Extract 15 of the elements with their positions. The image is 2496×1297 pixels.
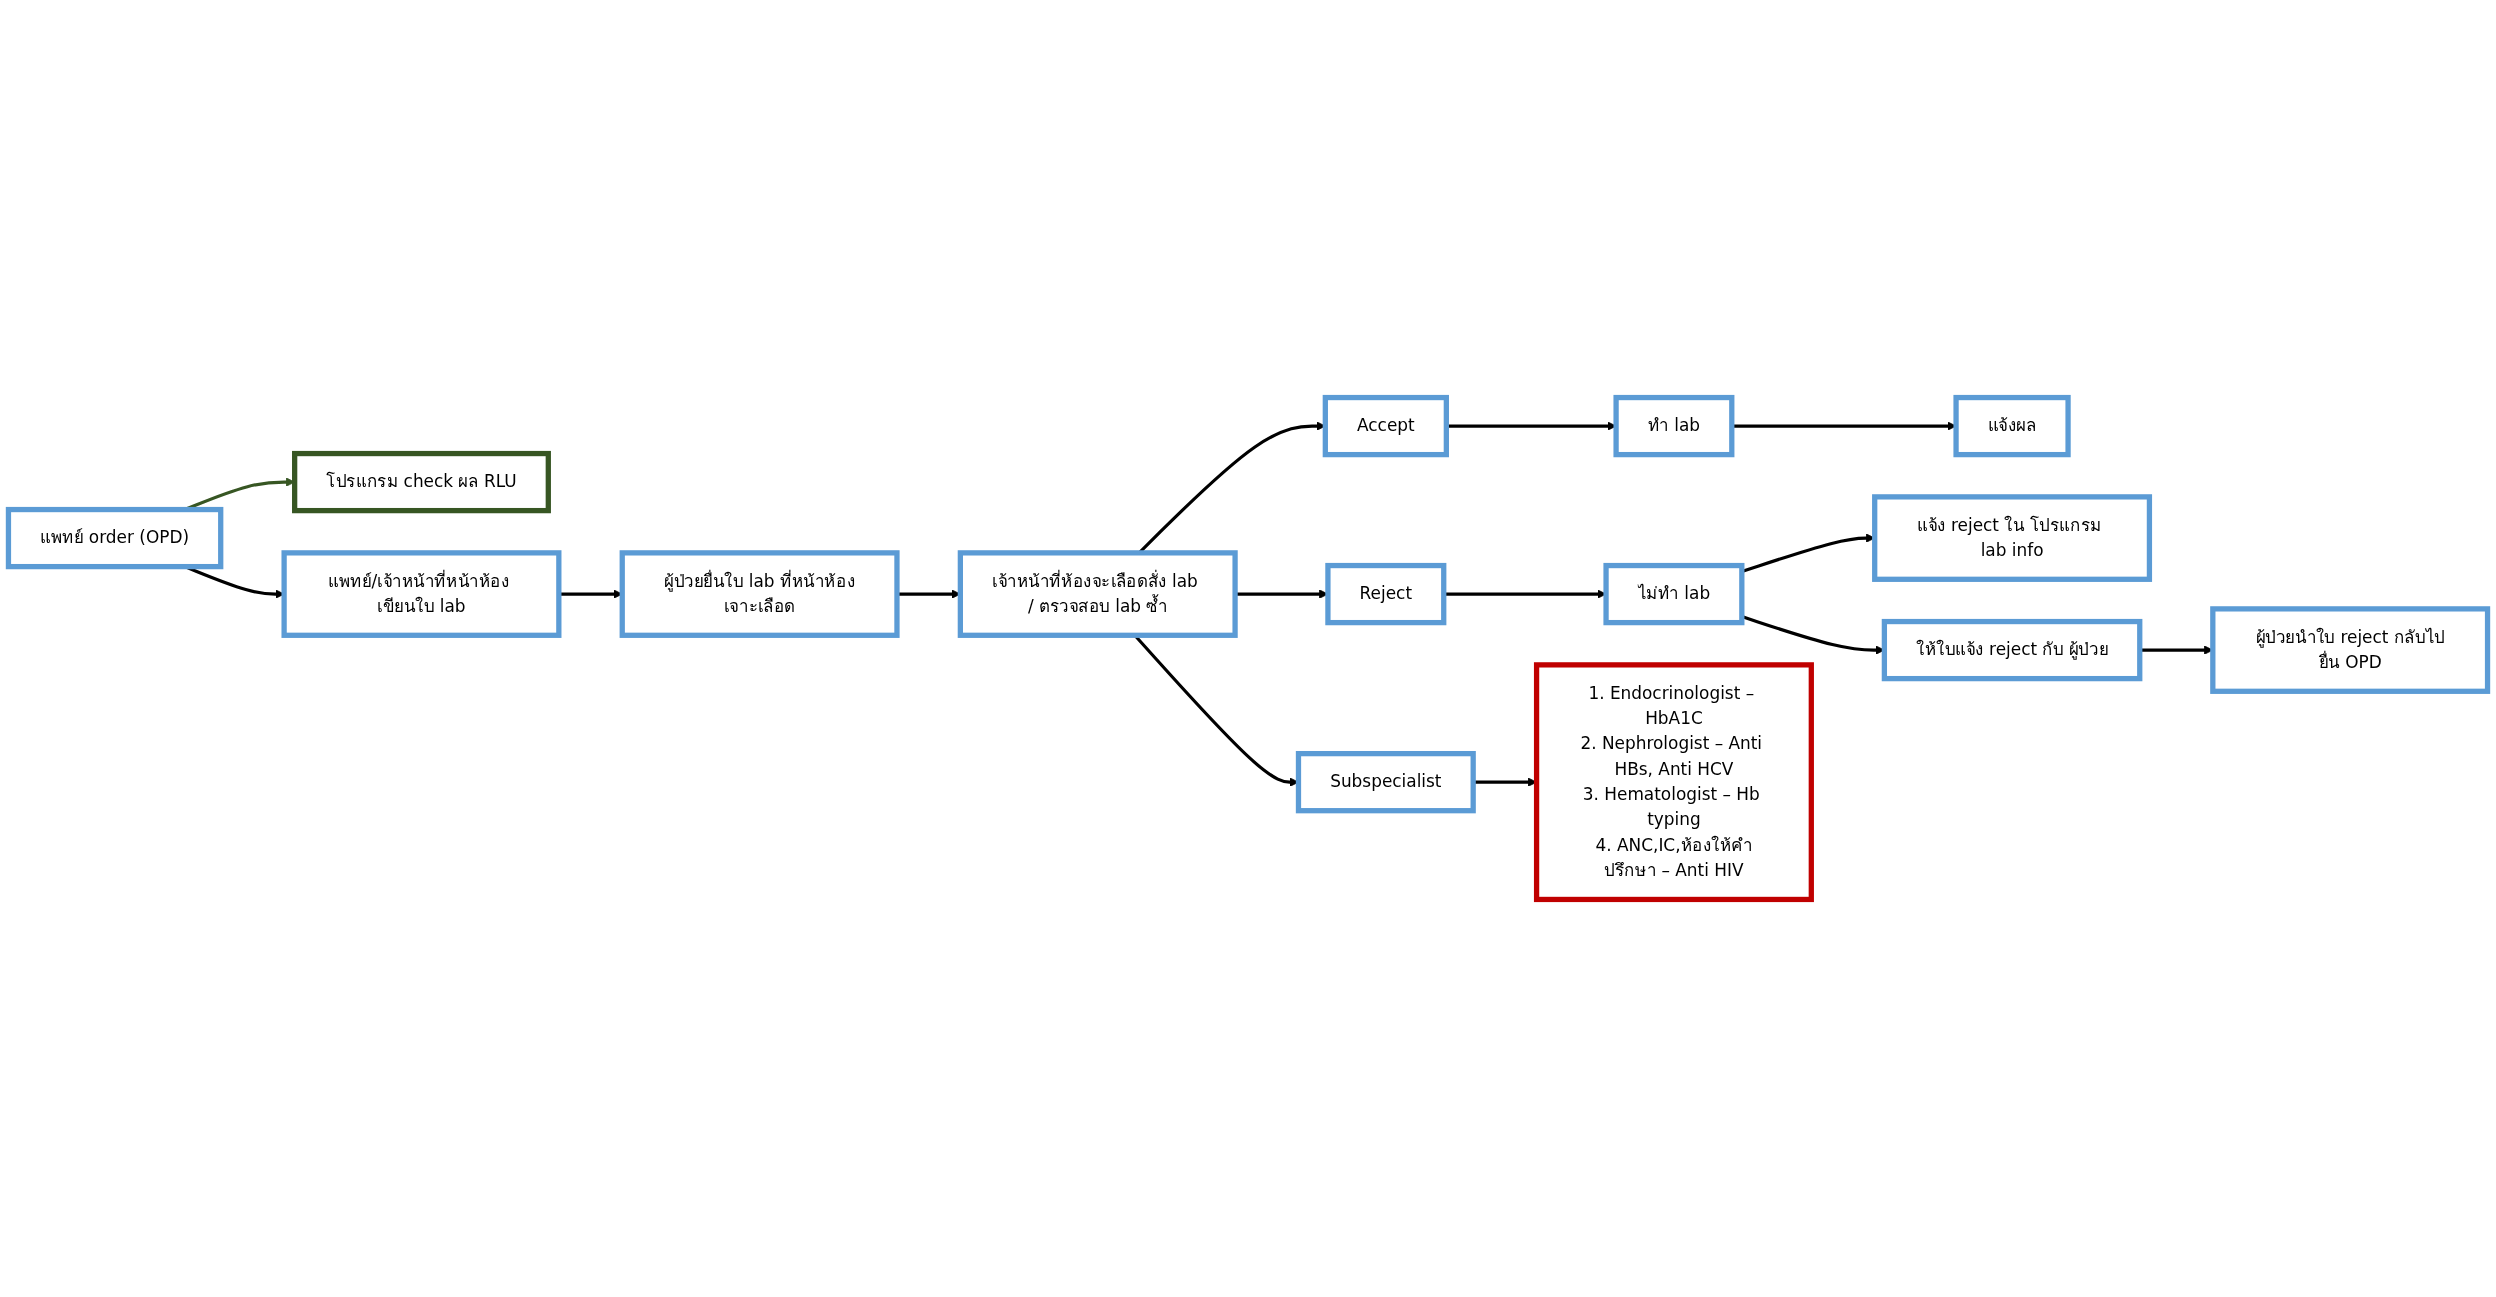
node-box: แจ้งผล xyxy=(1953,394,2071,458)
node-box: Accept xyxy=(1322,394,1449,458)
node-box: Reject xyxy=(1325,562,1447,626)
node-box: 1. Endocrinologist – HbA1C 2. Nephrologist – Anti HBs, Anti HCV 3. Hematologist – Hb typing 4. ANC,IC,ห้องให้คำปรึกษา – Anti HIV xyxy=(1533,662,1814,903)
node-box: แพทย์ order (OPD) xyxy=(5,506,224,570)
node-box: ทำ lab xyxy=(1613,394,1735,458)
arrow xyxy=(1473,777,1537,787)
node-box: เจ้าหน้าที่ห้องจะเลือดสั่ง lab / ตรวจสอบ lab ซ้ำ xyxy=(957,550,1238,638)
node-box: ผู้ป่วยยื่นใบ lab ที่หน้าห้องเจาะเลือด xyxy=(619,550,900,638)
node-box: แจ้ง reject ใน โปรแกรม lab info xyxy=(1872,494,2153,582)
node-box: แพทย์/เจ้าหน้าที่หน้าห้อง เขียนใบ lab xyxy=(281,550,562,638)
node-box: ผู้ป่วยนำใบ reject กลับไปยื่น OPD xyxy=(2210,606,2491,694)
node-box: โปรแกรม check ผล RLU xyxy=(292,450,551,514)
node-box: ให้ใบแจ้ง reject กับ ผู้ป่วย xyxy=(1881,618,2143,682)
node-box: Subspecialist xyxy=(1295,751,1476,814)
